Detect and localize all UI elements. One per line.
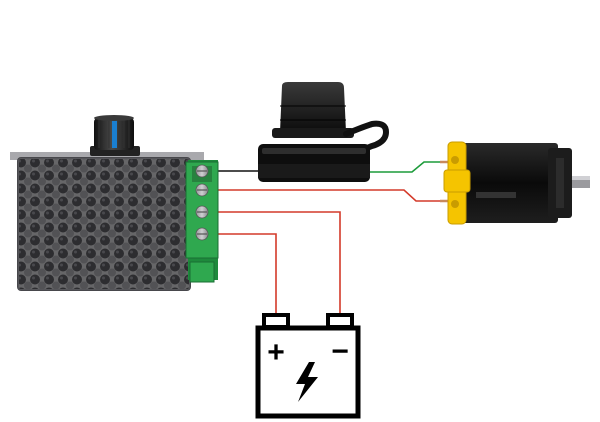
battery-terminal-negative <box>326 313 354 329</box>
wire-green-fuse-to-motor <box>368 161 440 173</box>
terminal-block <box>185 161 219 259</box>
speed-knob <box>90 115 140 156</box>
battery-positive-label: + <box>267 336 285 369</box>
motor-body <box>462 143 558 223</box>
fuse-cap <box>280 82 346 132</box>
lightning-bolt-icon <box>296 362 318 402</box>
pwm-controller <box>10 115 219 291</box>
battery-negative-label: − <box>331 335 349 368</box>
battery: + − <box>255 313 361 419</box>
dc-motor <box>440 141 590 225</box>
fuse-strap <box>343 120 390 153</box>
wire-red-controller-to-battery-negative <box>208 211 341 315</box>
knob-indicator <box>112 118 117 148</box>
battery-body <box>255 325 361 419</box>
wire-red-controller-to-motor <box>208 189 440 202</box>
wire-red-controller-to-battery-positive <box>208 233 277 315</box>
battery-terminal-positive <box>262 313 290 329</box>
wires <box>208 161 440 315</box>
inline-fuse <box>258 82 390 182</box>
